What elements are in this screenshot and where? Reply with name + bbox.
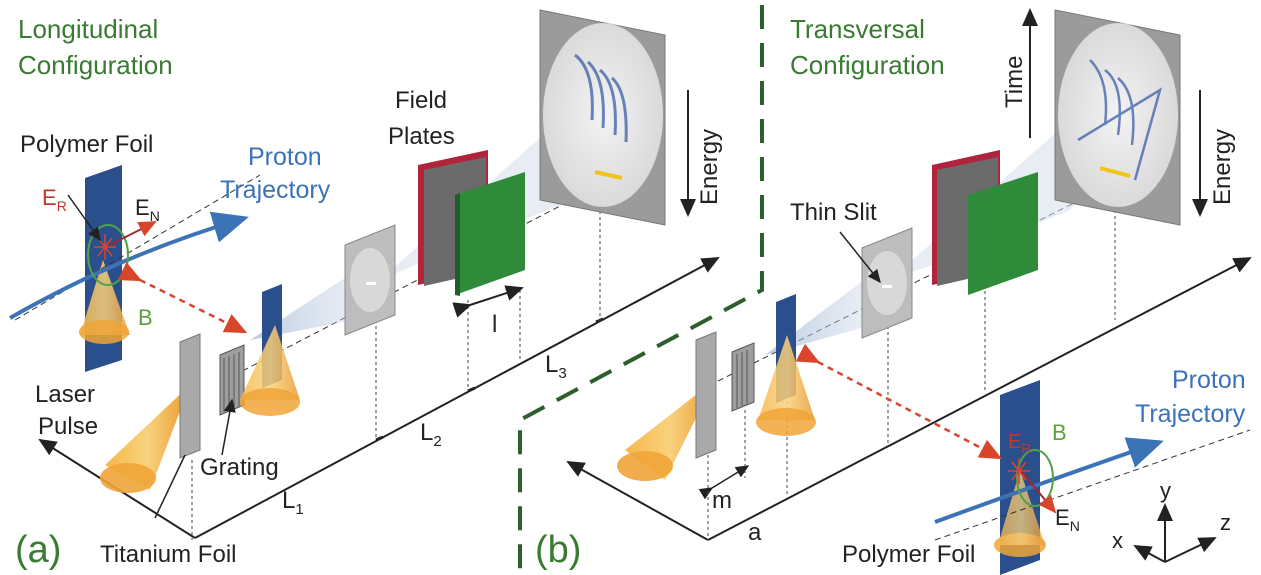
b-laser-cone-base (617, 451, 673, 481)
panel-a-label: (a) (15, 529, 61, 571)
B-field-loop-b (1016, 449, 1054, 507)
baseline-z-axis (194, 257, 720, 539)
titanium-foil (179, 333, 201, 459)
B-label-b: B (1052, 420, 1067, 445)
proton-label-a-2: Trajectory (220, 176, 331, 204)
E-R-burst-b (1008, 458, 1030, 484)
laser-pulse-label-2: Pulse (38, 413, 98, 440)
E-N-label-a: EN (135, 195, 160, 224)
E-N-vector-a (109, 221, 157, 246)
proton-trajectory-a (9, 211, 249, 320)
panel-b: Transversal Configuration Time Energy Th… (535, 8, 1252, 575)
b-grating (731, 342, 755, 412)
l-label: l (492, 311, 497, 338)
transversal-title-2: Configuration (790, 50, 945, 80)
screen-traces (574, 53, 628, 143)
B-field-loop-a (87, 224, 129, 286)
E-N-label-b: EN (1055, 505, 1080, 534)
b-beam-cone (765, 260, 890, 355)
energy-label-a: Energy (696, 129, 723, 205)
laser-cone-top-base (79, 320, 129, 344)
energy-label-b: Energy (1209, 129, 1236, 205)
L2-label: L2 (420, 419, 442, 450)
screen-yellow-mark (594, 170, 623, 180)
axis-z-label: z (1220, 510, 1231, 535)
proton-trajectory-b (934, 437, 1164, 524)
L3-label: L3 (545, 351, 567, 382)
proton-axis-dashed (14, 174, 261, 321)
polymer-foil-label-a: Polymer Foil (20, 131, 153, 158)
b-slit-opening (882, 285, 892, 288)
laser-pulse-label-1: Laser (35, 381, 95, 408)
field-plates-label-1: Field (395, 87, 447, 114)
b-screen-traces (1077, 59, 1163, 181)
b-laser-cone-2-base (756, 408, 816, 436)
panel-divider (518, 5, 764, 575)
laser-cone-base (100, 463, 156, 493)
proton-label-b-1: Proton (1172, 366, 1246, 394)
b-laser-foil-cone (998, 470, 1045, 545)
L1-label: L1 (282, 487, 304, 518)
titanium-pointer (154, 454, 186, 519)
laser-cone-top (80, 260, 130, 335)
field-plates-label-2: Plates (388, 123, 455, 150)
m-label: m (712, 487, 732, 514)
m-dimension (698, 465, 750, 500)
field-plate-green-side (455, 193, 460, 296)
titanium-foil-label: Titanium Foil (100, 541, 236, 568)
beam-axis-dashed (224, 179, 611, 381)
l-dimension (452, 285, 524, 318)
panel-b-label: (b) (535, 529, 581, 571)
E-R-pointer (67, 194, 101, 242)
transversal-title-1: Transversal (790, 14, 925, 44)
E-N-vector-b (1021, 471, 1057, 514)
slit-opening (366, 282, 376, 285)
b-slit-disk (867, 251, 907, 315)
grating-pointer (221, 398, 236, 456)
laser-cone-2 (240, 325, 300, 400)
b-grating-lines (736, 350, 748, 408)
time-label: Time (1001, 56, 1028, 108)
L2-marker (467, 386, 476, 393)
b-screen-yellow-mark (1099, 166, 1131, 178)
grating-label: Grating (200, 454, 279, 481)
slit-plate-disk (350, 248, 390, 312)
B-label-a: B (138, 305, 153, 330)
E-R-label-b: ER (1008, 431, 1031, 456)
correspondence-arrow-b (795, 343, 1003, 460)
axis-x-label: x (1112, 528, 1123, 553)
laser-cone-2-base (240, 388, 300, 416)
panel-a: Longitudinal Configuration Polymer Foil … (9, 9, 723, 571)
dropline-group (191, 205, 601, 540)
proton-label-a-1: Proton (248, 143, 322, 171)
field-plate-green (455, 172, 525, 295)
E-R-label-a: ER (42, 185, 67, 214)
polymer-foil-label-b: Polymer Foil (842, 541, 975, 568)
correspondence-arrow-a (117, 262, 248, 334)
thin-slit-pointer (839, 231, 881, 284)
longitudinal-title-2: Configuration (18, 50, 173, 80)
b-laser-cone-2 (758, 335, 815, 420)
b-field-plate-green (968, 172, 1038, 295)
axis-y-label: y (1160, 478, 1171, 503)
coordinate-axes (1133, 503, 1217, 563)
b-proton-axis-dashed (934, 429, 1251, 541)
a-label: a (748, 519, 762, 546)
longitudinal-title-1: Longitudinal (18, 14, 158, 44)
b-titanium-foil (695, 331, 717, 459)
thin-slit-label: Thin Slit (790, 199, 877, 226)
proton-label-b-2: Trajectory (1135, 400, 1246, 428)
b-baseline-left (566, 461, 709, 541)
L1-marker (375, 435, 384, 442)
